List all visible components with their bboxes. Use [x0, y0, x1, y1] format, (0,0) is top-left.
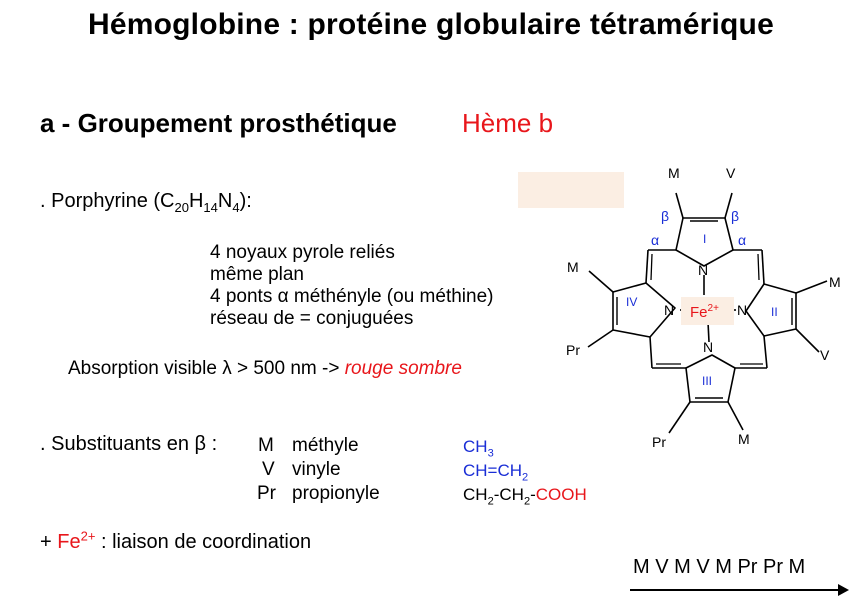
substituent-sequence: M V M V M Pr Pr M [633, 556, 806, 578]
formula-methyl: CH3 [463, 437, 494, 460]
porphyrine-formula: . Porphyrine (C20H14N4): [40, 190, 252, 215]
subst-name-v: vinyle [292, 459, 341, 480]
substituent-label: Pr [566, 342, 580, 358]
substituent-label: M [668, 165, 680, 181]
absorption-line: Absorption visible λ > 500 nm -> rouge s… [68, 358, 462, 379]
substituent-label: M [829, 274, 841, 290]
substituants-label: . Substituants en β : [40, 433, 218, 455]
substituent-label: V [820, 347, 830, 363]
section-heading: a - Groupement prosthétique [40, 108, 397, 138]
ring-label-i: I [703, 232, 706, 246]
formula-propionyl: CH2-CH2-COOH [463, 485, 587, 508]
arrow-head-icon [838, 584, 849, 596]
highlight-box [518, 172, 624, 208]
subst-abbr-v: V [262, 459, 275, 480]
subst-abbr-m: M [258, 435, 274, 456]
subst-name-pr: propionyle [292, 483, 380, 504]
fe-coordination-line: + Fe2+ : liaison de coordination [40, 528, 312, 553]
heme-label: Hème b [462, 108, 554, 138]
beta-label: β [731, 208, 739, 224]
pyrrole-ring-iii [685, 354, 736, 403]
ring-label-iii: III [702, 374, 712, 388]
nitrogen-atom: N [698, 262, 708, 278]
property-line: réseau de = conjuguées [210, 308, 414, 329]
sequence-arrow [630, 589, 842, 591]
property-line: 4 noyaux pyrole reliés [210, 242, 395, 263]
substituent-label: M [567, 259, 579, 275]
porphyrine-properties: 4 noyaux pyrole reliés même plan 4 ponts… [210, 242, 493, 330]
nitrogen-atom: N [737, 302, 747, 318]
absorption-color: rouge sombre [344, 358, 462, 379]
substituent-label: V [726, 165, 736, 181]
formula-vinyl: CH=CH2 [463, 461, 529, 484]
pyrrole-ring-i [675, 217, 734, 267]
heme-structure-diagram: Fe2+ N N N N I II III IV α α β β M V M V… [566, 165, 841, 450]
property-line: 4 ponts α méthényle (ou méthine) [210, 286, 494, 307]
page-title: Hémoglobine : protéine globulaire tétram… [88, 8, 774, 41]
pyrrole-ring-iv [612, 282, 676, 338]
nitrogen-atom: N [703, 339, 713, 355]
pyrrole-ring-ii [745, 283, 797, 337]
iron-highlight [681, 297, 734, 325]
subst-abbr-pr: Pr [257, 483, 276, 504]
ring-label-iv: IV [626, 295, 637, 309]
alpha-label: α [738, 232, 746, 248]
alpha-label: α [651, 232, 659, 248]
substituent-label: Pr [652, 434, 666, 450]
beta-label: β [661, 208, 669, 224]
property-line: même plan [210, 264, 304, 285]
ring-label-ii: II [771, 305, 778, 319]
substituent-label: M [738, 431, 750, 447]
subst-name-m: méthyle [292, 435, 359, 456]
nitrogen-atom: N [664, 302, 674, 318]
iron-label: Fe2+ [690, 303, 719, 321]
